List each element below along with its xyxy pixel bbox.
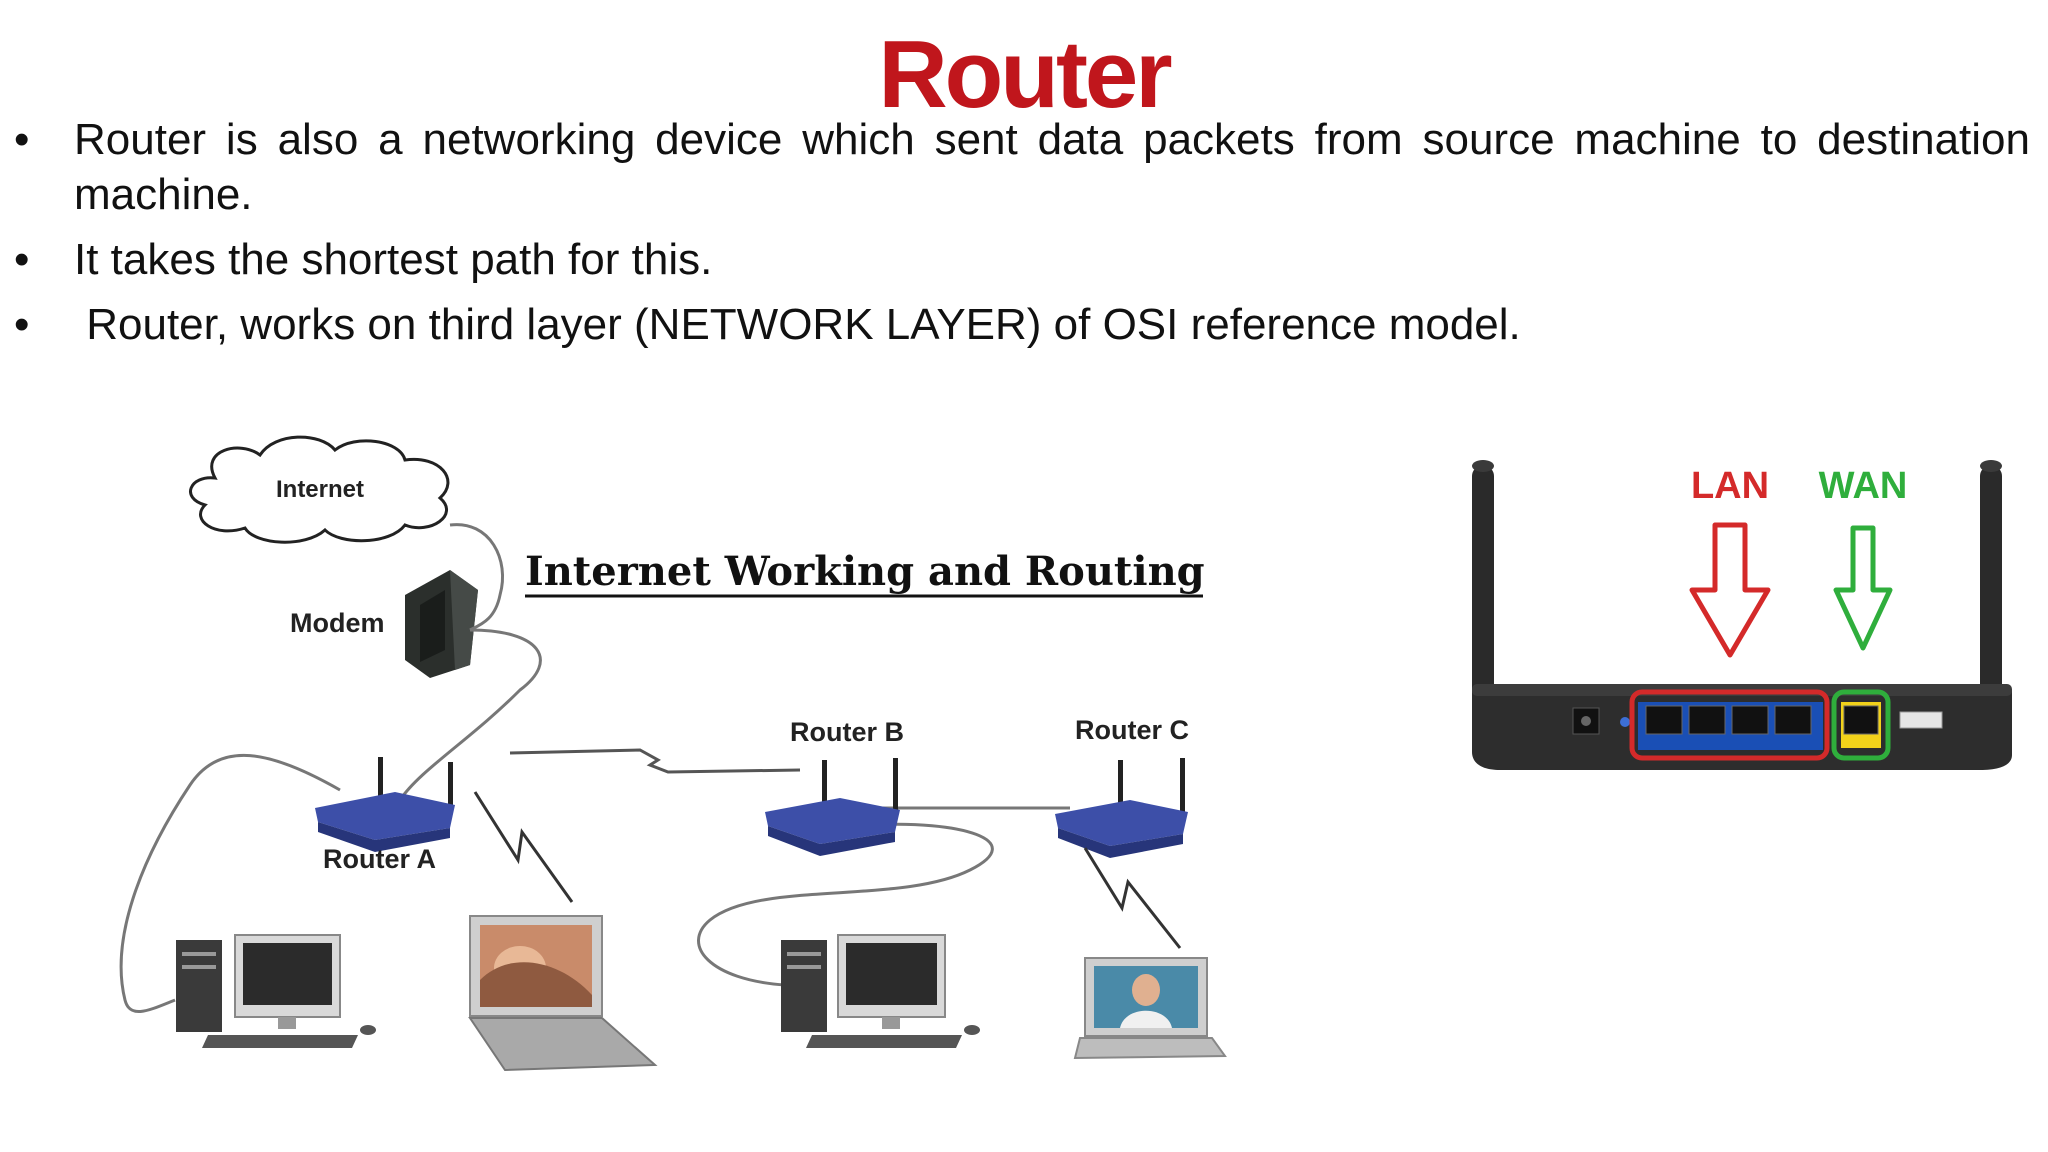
wireless-signal-icon <box>1083 847 1182 949</box>
router-b-label: Router B <box>790 717 904 747</box>
router-b-icon <box>765 758 900 856</box>
diagram-heading: Internet Working and Routing <box>525 548 1205 595</box>
desktop-computer-icon <box>176 934 376 1048</box>
power-port <box>1572 707 1600 735</box>
bullet-list: • Router is also a networking device whi… <box>10 112 2030 362</box>
network-diagram: Internet Internet Working and Routing Mo… <box>119 435 1227 1072</box>
antenna-icon <box>1472 460 1494 726</box>
wan-arrow-icon <box>1833 525 1893 651</box>
antenna-icon <box>1980 460 2002 726</box>
usb-port <box>1899 711 1943 729</box>
desktop-computer-icon <box>781 934 980 1048</box>
internet-label: Internet <box>276 476 364 503</box>
lan-label: LAN <box>1691 465 1769 507</box>
bullet-item: • Router is also a networking device whi… <box>10 112 2030 222</box>
lan-ports <box>1638 702 1823 750</box>
internet-cloud-icon <box>189 435 450 544</box>
router-a-icon <box>315 757 455 852</box>
router-c-label: Router C <box>1075 715 1189 745</box>
wan-highlight-box <box>1831 689 1891 761</box>
laptop-icon <box>1073 957 1227 1060</box>
router-c-icon <box>1055 758 1188 858</box>
bullet-text: Router is also a networking device which… <box>74 115 2030 219</box>
bullet-dot: • <box>14 300 30 349</box>
router-rear-panel: LAN WAN <box>1472 460 2012 770</box>
reset-button <box>1620 717 1630 727</box>
laptop-icon <box>468 915 658 1072</box>
router-a-label: Router A <box>323 844 436 874</box>
network-cables <box>119 523 1070 1014</box>
bullet-text: Router, works on third layer (NETWORK LA… <box>74 300 1521 349</box>
lan-highlight-box <box>1629 689 1830 761</box>
wireless-link-icon <box>509 748 801 774</box>
bullet-dot: • <box>14 115 30 164</box>
wireless-signal-icon <box>473 791 574 903</box>
wan-label: WAN <box>1819 465 1908 507</box>
bullet-item: • It takes the shortest path for this. <box>10 232 2030 287</box>
slide-title: Router <box>878 21 1172 128</box>
modem-icon <box>405 570 478 678</box>
lan-arrow-icon <box>1689 522 1771 658</box>
bullet-text: It takes the shortest path for this. <box>74 235 713 284</box>
wan-port <box>1841 702 1881 748</box>
bullet-dot: • <box>14 235 30 284</box>
bullet-item: • Router, works on third layer (NETWORK … <box>10 297 2030 352</box>
modem-label: Modem <box>290 608 385 638</box>
